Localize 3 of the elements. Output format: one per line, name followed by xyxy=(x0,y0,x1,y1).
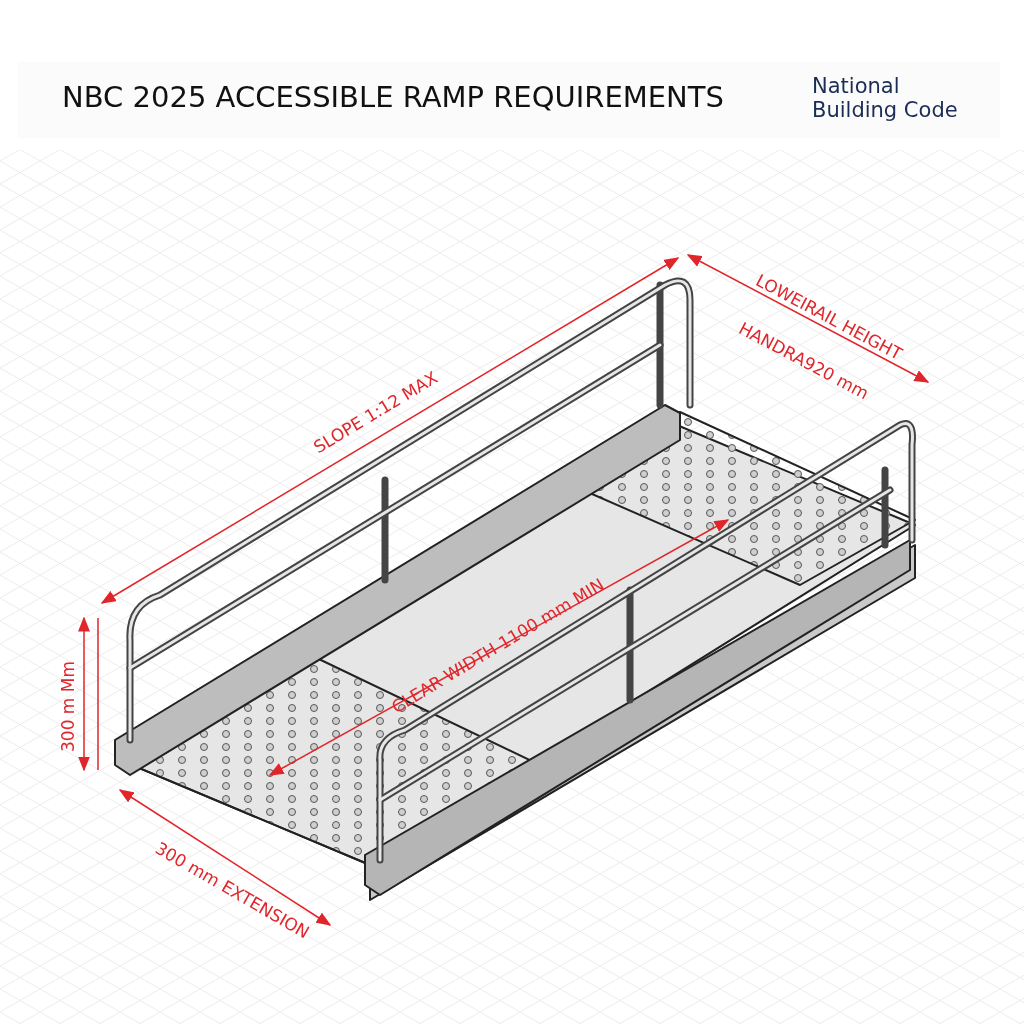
title: NBC 2025 ACCESSIBLE RAMP REQUIREMENTS xyxy=(62,80,724,114)
dimension-label: 300 m Mm xyxy=(58,660,78,752)
code-name: National Building Code xyxy=(812,74,959,122)
